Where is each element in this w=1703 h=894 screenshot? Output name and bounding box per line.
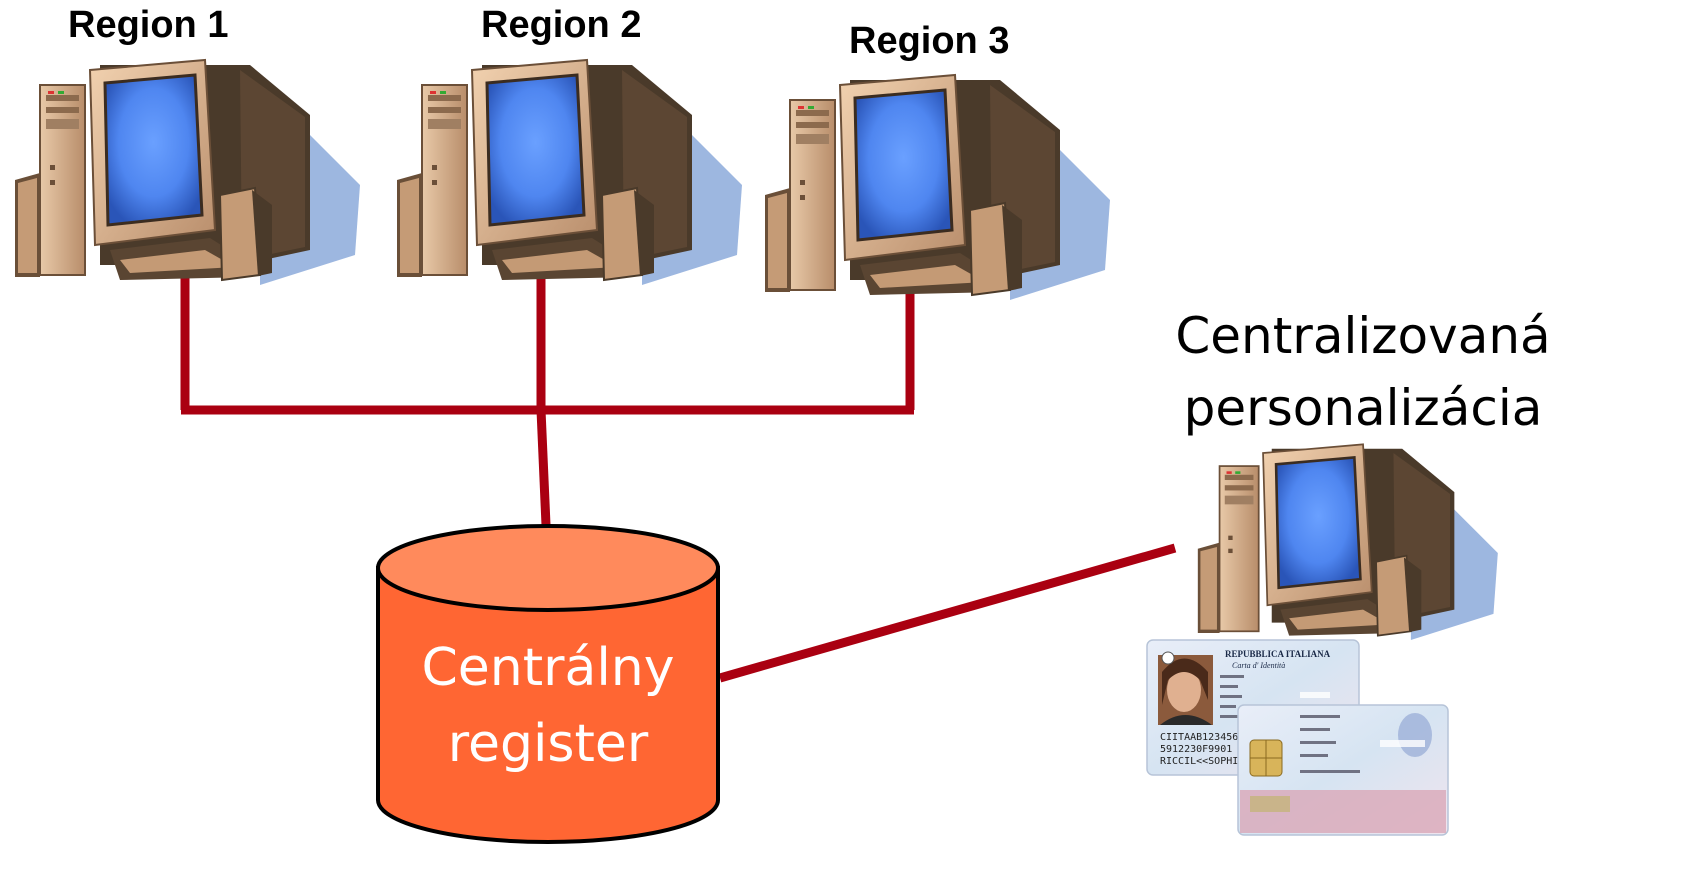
central-register-database-icon (376, 524, 720, 844)
personalization-title-line-1: Centralizovaná (1175, 307, 1551, 365)
region-2-computer-icon (395, 58, 744, 285)
network-links (180, 278, 1177, 683)
personalization-title: Centralizovaná personalizácia (1158, 300, 1568, 444)
id-card-subheader: Carta d' Identità (1232, 661, 1285, 670)
id-card-mrz-line-1: CIITAAB123456 (1160, 732, 1238, 743)
database-label-line-2: register (447, 714, 649, 774)
region-2-label: Region 2 (481, 4, 642, 46)
link-database-to-personalization (718, 543, 1177, 683)
region-3-label: Region 3 (849, 20, 1010, 62)
id-card-mrz-line-3: RICCIL<<SOPHI (1160, 756, 1238, 767)
database-label-line-1: Centrálny (421, 638, 675, 698)
personalization-title-line-2: personalizácia (1183, 379, 1543, 437)
link-bus-to-database (536, 409, 551, 526)
id-card-header: REPUBBLICA ITALIANA (1225, 649, 1331, 659)
region-1-label: Region 1 (68, 4, 229, 46)
database-label: Centrálny register (378, 630, 718, 782)
region-3-computer-icon (763, 73, 1112, 300)
id-cards-image: REPUBBLICA ITALIANA Carta d' Identità CI… (1146, 639, 1449, 836)
id-card-mrz-line-2: 5912230F9901 (1160, 744, 1232, 755)
personalization-computer-icon (1196, 442, 1500, 640)
region-1-computer-icon (13, 58, 362, 285)
id-card-back (1237, 704, 1449, 836)
